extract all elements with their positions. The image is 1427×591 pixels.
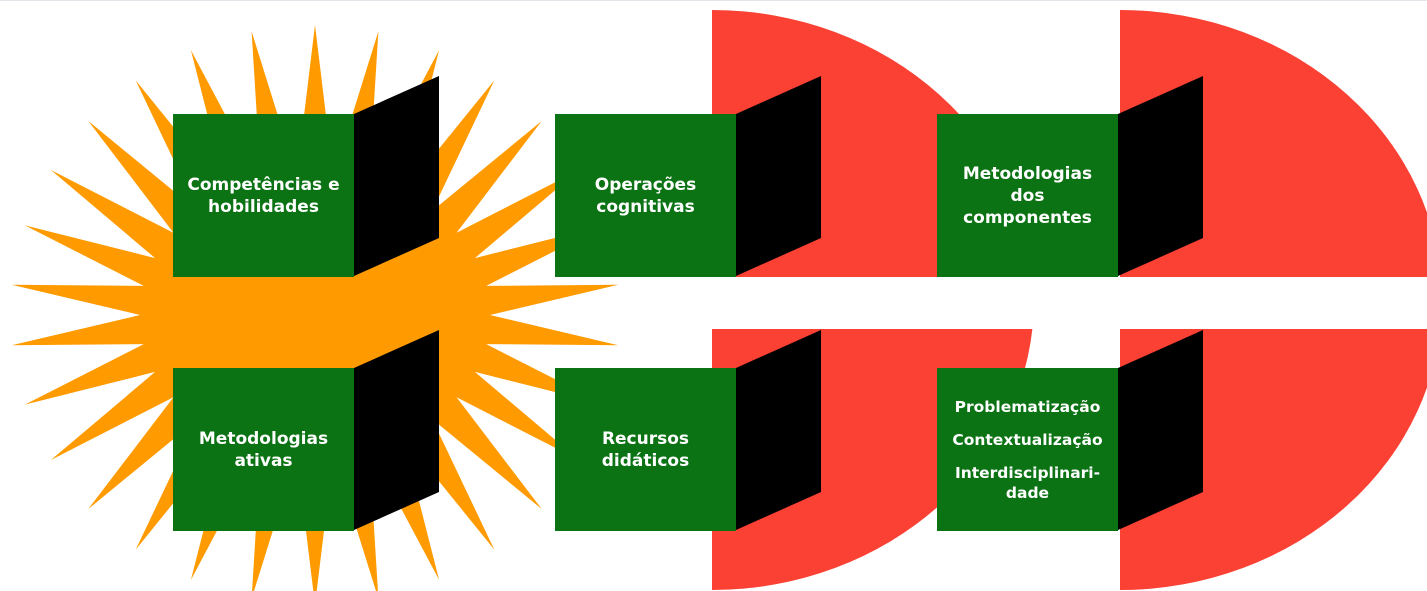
box-label-line: Metodologias — [962, 163, 1093, 184]
box-label-line: hobilidades — [208, 196, 319, 217]
box-metodologias-componentes: Metodologias dos componentes — [937, 114, 1118, 277]
box-label-interdisciplinaridade-1: Interdisciplinari- — [954, 463, 1101, 482]
box-side-operacoes — [736, 76, 821, 276]
box-label-line: componentes — [963, 207, 1092, 228]
starburst — [11, 25, 619, 591]
box-label-interdisciplinaridade-2: dade — [1005, 483, 1050, 502]
box-label-line: dos — [1010, 185, 1045, 206]
box-side-recursos — [736, 330, 821, 530]
box-metodologias-ativas: Metodologias ativas — [173, 368, 354, 531]
box-label-line: Metodologias — [198, 428, 329, 449]
box-label-line: ativas — [234, 450, 293, 471]
box-label-contextualizacao: Contextualização — [952, 430, 1103, 449]
box-operacoes-cognitivas: Operações cognitivas — [555, 114, 736, 277]
box-label-line: Recursos — [601, 428, 690, 449]
box-label-problematizacao: Problematização — [954, 397, 1101, 416]
box-principios: Problematização Contextualização Interdi… — [937, 368, 1118, 531]
box-side-competencias — [354, 76, 439, 276]
box-competencias-habilidades: Competências e hobilidades — [173, 114, 354, 277]
box-side-metodologias-ativas — [354, 330, 439, 530]
box-label-line: didáticos — [601, 450, 690, 471]
center-band — [560, 277, 1427, 329]
box-side-principios — [1118, 330, 1203, 530]
top-border-line — [0, 0, 1427, 1]
box-label-line: Competências e — [187, 174, 340, 195]
box-recursos-didaticos: Recursos didáticos — [555, 368, 736, 531]
box-side-metodologias-componentes — [1118, 76, 1203, 276]
box-label-line: cognitivas — [596, 196, 695, 217]
box-label-line: Operações — [594, 174, 697, 195]
